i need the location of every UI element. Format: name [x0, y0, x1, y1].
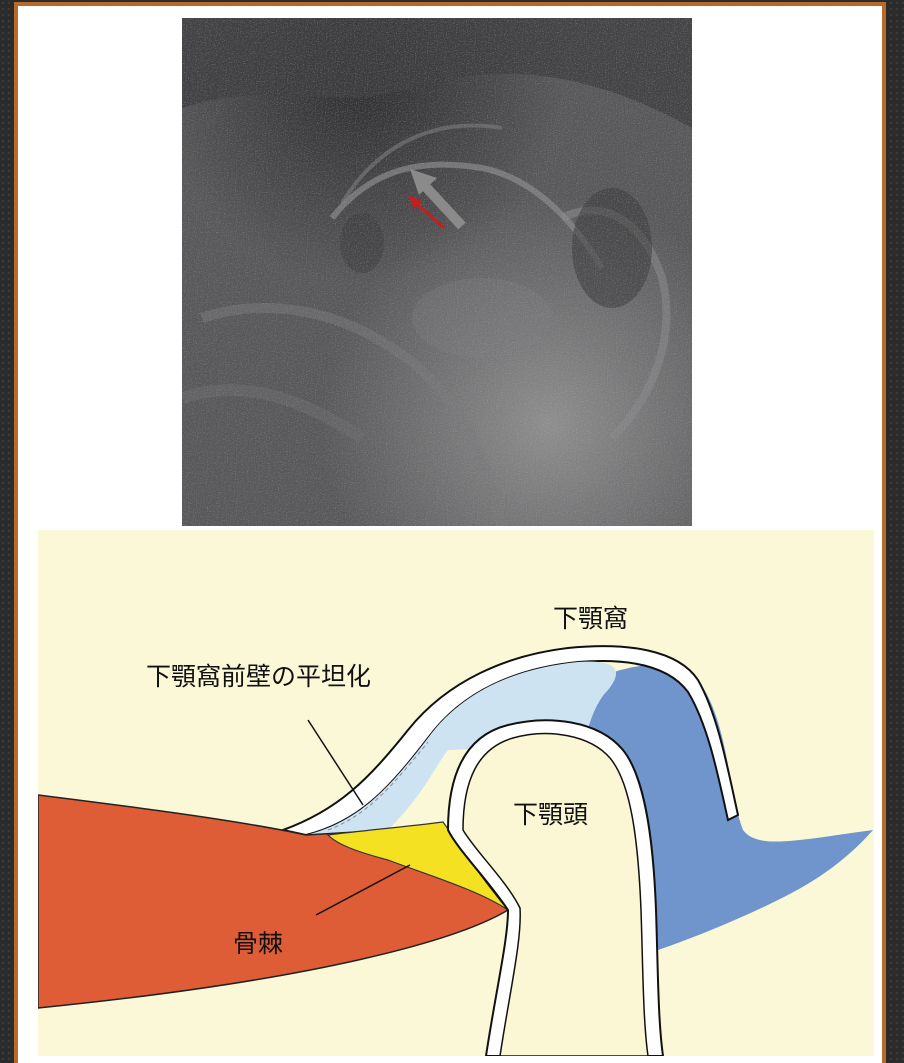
label-anterior-wall-flattening: 下顎窩前壁の平坦化 [146, 662, 371, 691]
radiograph-image [182, 18, 692, 526]
tmj-schematic-diagram: 下顎窩 下顎窩前壁の平坦化 下顎頭 骨棘 [38, 530, 874, 1056]
label-mandibular-condyle: 下顎頭 [513, 800, 588, 829]
label-osteophyte: 骨棘 [233, 929, 283, 958]
label-mandibular-fossa: 下顎窩 [553, 604, 628, 633]
